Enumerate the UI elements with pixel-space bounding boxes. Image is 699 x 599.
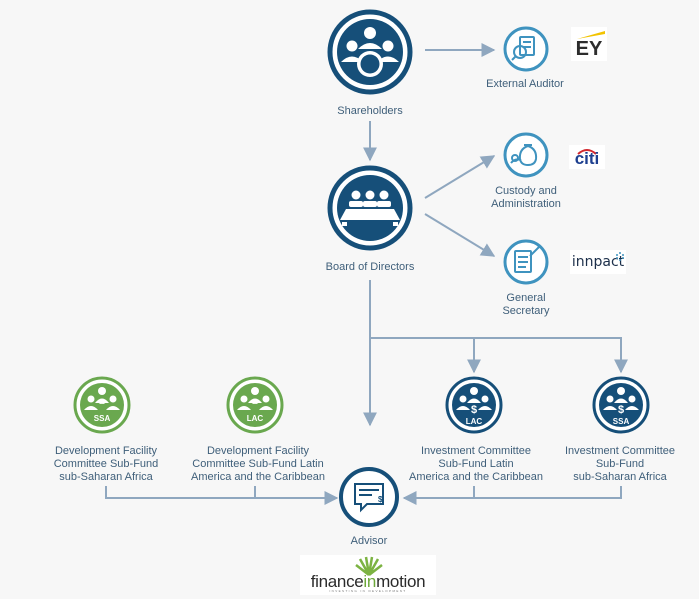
group-plant-icon xyxy=(237,387,273,410)
advisor-label: Advisor xyxy=(351,535,388,547)
group-dollar-icon xyxy=(603,387,639,410)
money-bag-hand-icon xyxy=(510,144,538,167)
document-pen-icon xyxy=(514,246,540,273)
connector-board-ic-ssa xyxy=(474,337,628,374)
secretary-label-line: General xyxy=(506,292,545,304)
speech-dollar-icon xyxy=(354,483,384,513)
dfc-ssa-label-line: Development Facility xyxy=(55,445,158,457)
citi-arc-icon xyxy=(577,149,597,155)
innpact-dots-icon xyxy=(616,252,624,261)
advisor-node: $ Advisor xyxy=(339,467,399,547)
group-plant-icon xyxy=(84,387,120,410)
connector-board-custody xyxy=(424,155,496,199)
ic-ssa-label-line: sub-Saharan Africa xyxy=(573,471,667,483)
dollar-icon: $ xyxy=(378,495,383,504)
shareholders-icon xyxy=(341,27,399,77)
connector-ic-advisor xyxy=(473,486,622,499)
connector-board-secretary xyxy=(424,213,496,257)
ic-lac-label-line: Investment Committee xyxy=(421,445,531,457)
finance-in-motion-tagline: INVESTING IN DEVELOPMENT xyxy=(329,589,407,593)
custody-label-line: Administration xyxy=(491,198,561,210)
ic-ssa-label-line: Sub-Fund xyxy=(596,458,644,470)
dollar-icon: $ xyxy=(618,404,624,416)
dollar-icon: $ xyxy=(471,404,477,416)
dfc-lac-label-line: America and the Caribbean xyxy=(191,471,325,483)
dfc-lac-badge: LAC xyxy=(247,414,264,423)
connector-dfc-advisor xyxy=(105,486,256,499)
ey-beam-icon xyxy=(577,31,605,39)
auditor-node: External Auditor xyxy=(486,26,564,90)
shareholders-node: Shareholders xyxy=(327,9,413,117)
ey-logo-text: EY xyxy=(575,37,603,60)
dfc-lac-label-line: Committee Sub-Fund Latin xyxy=(192,458,323,470)
finance-in-motion-text: financeinmotion xyxy=(310,572,426,591)
dfc-lac-label-line: Development Facility xyxy=(207,445,310,457)
finance-in-motion-logo: financeinmotion INVESTING IN DEVELOPMENT xyxy=(300,555,436,595)
ic-ssa-badge: SSA xyxy=(613,417,630,426)
board-node: Board of Directors xyxy=(326,165,415,273)
auditor-label: External Auditor xyxy=(486,78,564,90)
ic-lac-badge: LAC xyxy=(466,417,483,426)
leaf-burst-icon xyxy=(355,556,383,576)
citi-logo: citi xyxy=(569,145,605,169)
secretary-label-line: Secretary xyxy=(502,305,550,317)
ey-logo: EY xyxy=(571,27,607,61)
board-label-line: Board of Directors xyxy=(326,261,415,273)
connector-board-ic-lac xyxy=(370,337,481,374)
dfc-ssa-label-line: Committee Sub-Fund xyxy=(54,458,159,470)
innpact-logo: innpact xyxy=(570,250,626,274)
auditor-label-line: External Auditor xyxy=(486,78,564,90)
ic-ssa-label-line: Investment Committee xyxy=(565,445,675,457)
shareholders-label: Shareholders xyxy=(337,105,403,117)
magnifier-checklist-icon xyxy=(511,36,535,61)
custody-label-line: Custody and xyxy=(495,185,557,197)
ic-lac-label-line: Sub-Fund Latin xyxy=(438,458,513,470)
connectors xyxy=(105,43,628,505)
advisor-label-line: Advisor xyxy=(351,535,388,547)
shareholders-label-line: Shareholders xyxy=(337,105,403,117)
group-dollar-icon xyxy=(456,387,492,410)
boardroom-icon xyxy=(340,190,400,226)
ic-lac-label-line: America and the Caribbean xyxy=(409,471,543,483)
dfc-ssa-label-line: sub-Saharan Africa xyxy=(59,471,153,483)
board-label: Board of Directors xyxy=(326,261,415,273)
innpact-logo-text: innpact xyxy=(571,254,625,270)
dfc-ssa-badge: SSA xyxy=(94,414,111,423)
citi-logo-text: citi xyxy=(574,149,600,168)
